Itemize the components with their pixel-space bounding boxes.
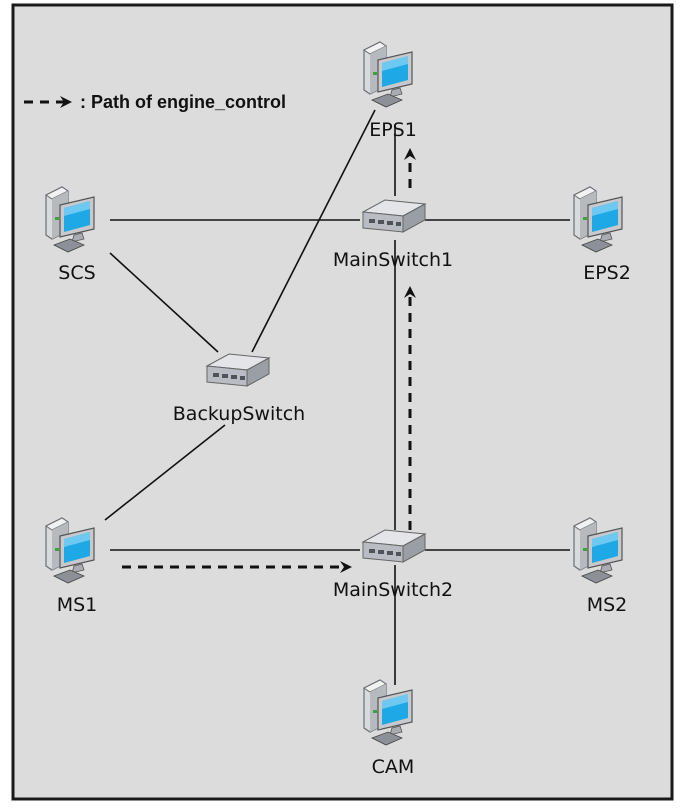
label-backupswitch: BackupSwitch: [173, 403, 305, 425]
label-cam: CAM: [372, 756, 415, 778]
legend: : Path of engine_control: [24, 92, 286, 112]
links: [104, 109, 570, 685]
engine-control-path: [122, 148, 416, 573]
label-scs: SCS: [58, 262, 95, 284]
label-ms1: MS1: [57, 594, 98, 616]
link-scs-backupswitch: [109, 252, 219, 353]
legend-text: : Path of engine_control: [80, 92, 286, 112]
label-eps2: EPS2: [583, 262, 631, 284]
link-backupswitch-ms1: [104, 424, 226, 521]
label-ms2: MS2: [587, 594, 628, 616]
link-backupswitch-eps1: [251, 109, 376, 353]
diagram-frame: [11, 3, 674, 801]
label-mainswitch2: MainSwitch2: [333, 579, 453, 601]
label-mainswitch1: MainSwitch1: [333, 249, 453, 271]
label-eps1: EPS1: [369, 119, 417, 141]
